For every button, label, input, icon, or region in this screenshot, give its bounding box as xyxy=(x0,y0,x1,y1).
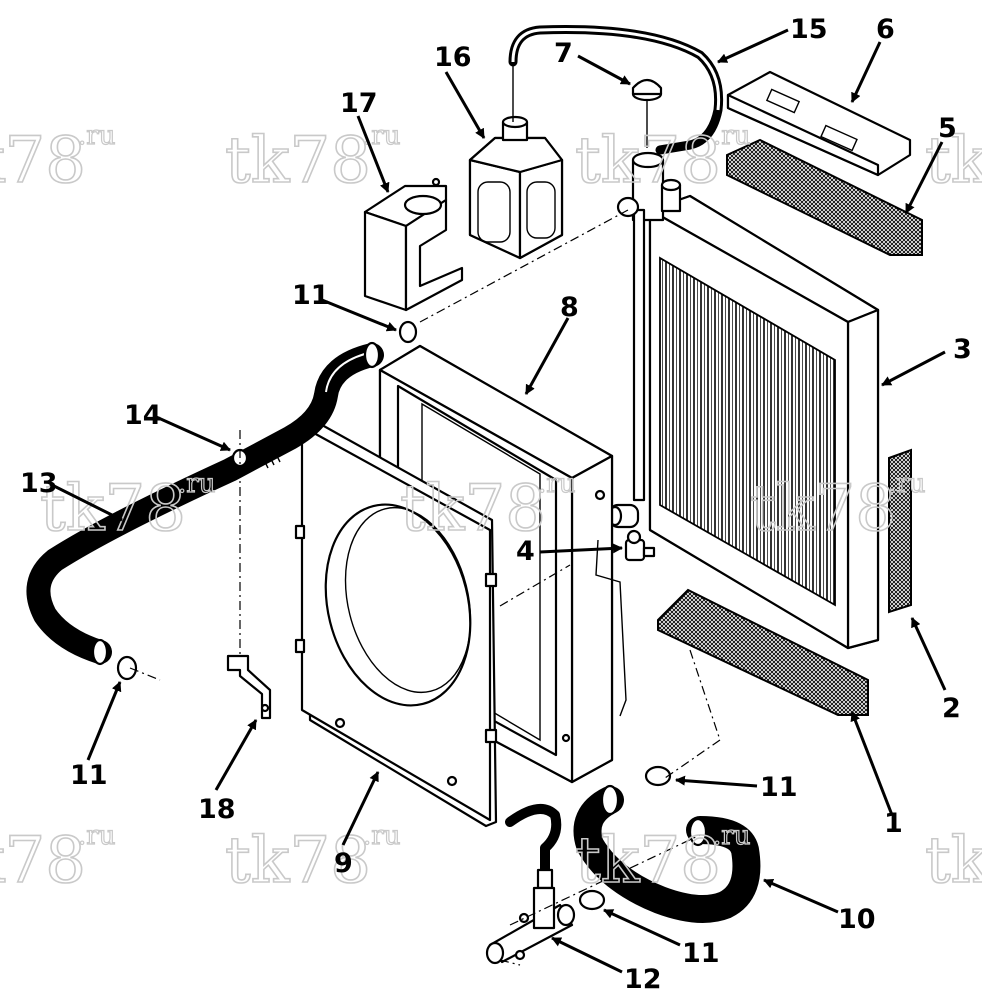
callout-11-bottom: 11 xyxy=(682,938,720,969)
callout-numbers: 1 2 3 4 5 6 7 8 9 10 11 11 11 11 12 13 1… xyxy=(20,14,972,995)
callout-15: 15 xyxy=(790,14,828,45)
callout-11-left: 11 xyxy=(70,760,108,791)
watermark-text: tk78 xyxy=(0,124,86,198)
callout-8: 8 xyxy=(560,292,579,323)
watermark-suffix: .ru xyxy=(713,121,750,151)
side-screen xyxy=(888,448,912,614)
fan-plate xyxy=(294,423,498,828)
top-cover xyxy=(726,70,912,177)
top-screen xyxy=(726,138,923,256)
watermark-text: tk78 xyxy=(400,472,546,546)
radiator-filler-neck xyxy=(607,151,682,529)
radiator-cap xyxy=(631,78,663,148)
callout-16: 16 xyxy=(434,42,472,73)
callout-1: 1 xyxy=(884,808,903,839)
watermark-suffix: .ru xyxy=(888,469,925,499)
watermark-suffix: .ru xyxy=(363,821,400,851)
tee-fitting xyxy=(485,803,576,965)
watermark-suffix: .ru xyxy=(78,821,115,851)
callout-13: 13 xyxy=(20,468,58,499)
callout-2: 2 xyxy=(942,693,961,724)
upper-hose xyxy=(26,341,384,666)
watermark-text: tk78 xyxy=(575,824,721,898)
reservoir-bracket xyxy=(363,177,464,312)
watermark-text: tk78 xyxy=(225,124,371,198)
callout-3: 3 xyxy=(953,334,972,365)
watermark-text: tk78 xyxy=(0,824,86,898)
callout-10: 10 xyxy=(838,904,876,935)
callout-18: 18 xyxy=(198,794,236,825)
hose-corrugation xyxy=(257,441,281,469)
callout-9: 9 xyxy=(334,848,353,879)
callout-7: 7 xyxy=(554,38,573,69)
bottom-screen xyxy=(657,588,869,716)
leader-lines xyxy=(49,28,947,974)
callout-5: 5 xyxy=(938,113,957,144)
watermark-text: tk78 xyxy=(40,472,186,546)
watermark-suffix: .ru xyxy=(538,469,575,499)
callout-14: 14 xyxy=(124,400,162,431)
callout-17: 17 xyxy=(340,88,378,119)
watermark-suffix: .ru xyxy=(713,821,750,851)
overflow-hose xyxy=(508,25,724,155)
callout-12: 12 xyxy=(624,964,662,995)
callout-4: 4 xyxy=(516,536,535,567)
watermark-suffix: .ru xyxy=(178,469,215,499)
watermark-text: tk78 xyxy=(575,124,721,198)
callout-6: 6 xyxy=(876,14,895,45)
radiator-core xyxy=(648,194,880,650)
callout-11-right: 11 xyxy=(760,772,798,803)
drain-cock xyxy=(595,529,656,717)
hose-clamps xyxy=(116,320,672,911)
hose-bracket xyxy=(226,654,272,720)
coolant-reservoir xyxy=(468,115,564,260)
callout-11-top: 11 xyxy=(292,280,330,311)
watermark-suffix: .ru xyxy=(78,121,115,151)
assembly-centerlines xyxy=(129,209,721,966)
watermark-text: tk78 xyxy=(750,472,896,546)
watermark-text: tk78 xyxy=(925,824,982,898)
